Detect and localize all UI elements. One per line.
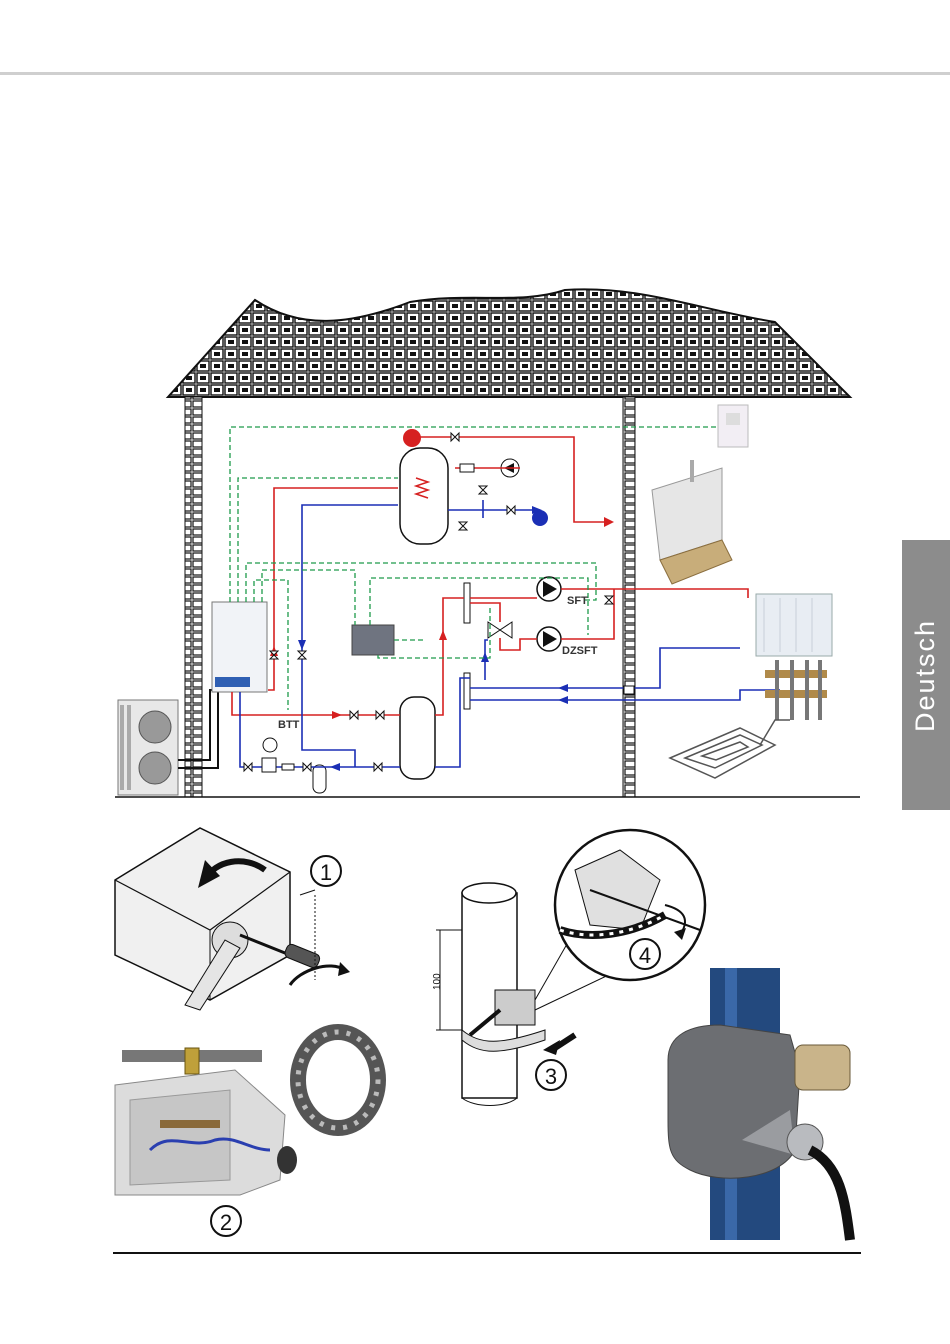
hot-water-flame-icon [403, 429, 421, 447]
indoor-hydro-module [212, 602, 267, 692]
pressure-gauge [263, 738, 277, 752]
cold-flow-arrow [330, 763, 340, 771]
step4-number: 4 [639, 943, 651, 968]
room-thermostat [718, 405, 748, 447]
step3-number: 3 [545, 1064, 557, 1089]
room-thermostat-display [726, 413, 740, 425]
step2-open-housing-photo [115, 1048, 297, 1195]
cold-flow-arrow-5 [481, 652, 489, 662]
expansion-vessel [313, 765, 326, 793]
floor-heating-loop [670, 728, 775, 778]
footer-rule [113, 1252, 861, 1254]
outer-wall [185, 397, 202, 797]
heating-controller [352, 625, 394, 655]
step1-number: 1 [320, 860, 332, 885]
hot-flow-arrow-3 [439, 630, 447, 640]
hot-water-tank [400, 448, 448, 544]
radiator [756, 594, 832, 656]
mixing-valve [488, 622, 512, 638]
cold-flow-arrow-2 [298, 640, 306, 650]
installed-sensor-photo [668, 968, 850, 1240]
flow-sensor-upper-label: SFT [567, 595, 588, 607]
house-roof [168, 289, 850, 397]
floor-heating-feed [760, 720, 790, 745]
cold-flow-arrow-3 [558, 684, 568, 692]
cold-flow-arrow-4 [558, 696, 568, 704]
circulation-pump-upper [537, 577, 561, 601]
wash-basin [652, 460, 732, 584]
flow-sensor-lower-label: DZSFT [562, 645, 598, 657]
hot-flow-arrow-4 [332, 711, 342, 719]
step2-number: 2 [220, 1210, 232, 1235]
circulation-pump-lower [537, 627, 561, 651]
mounting-distance-label: 100 [432, 973, 443, 990]
hot-flow-arrow [604, 517, 614, 527]
inner-wall [623, 397, 635, 797]
floor-heating-manifold [765, 660, 827, 720]
boiler-sensor-label: BTT [278, 719, 300, 731]
step1-open-cover-illustration [115, 828, 350, 1010]
perforated-strap-photo [298, 1032, 378, 1128]
outdoor-heat-pump-unit [118, 700, 178, 795]
buffer-tank [400, 697, 435, 779]
hydraulic-separator-top [464, 583, 470, 623]
